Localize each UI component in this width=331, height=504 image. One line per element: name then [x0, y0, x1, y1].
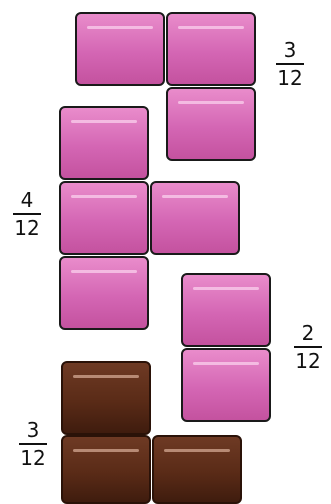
- chocolate-piece: [152, 435, 242, 504]
- fraction-numerator: 3: [15, 420, 51, 443]
- fraction-label-group-4: 3 12: [15, 420, 51, 468]
- fraction-denominator: 12: [15, 445, 51, 468]
- chocolate-piece: [61, 361, 151, 435]
- chocolate-piece: [61, 435, 151, 504]
